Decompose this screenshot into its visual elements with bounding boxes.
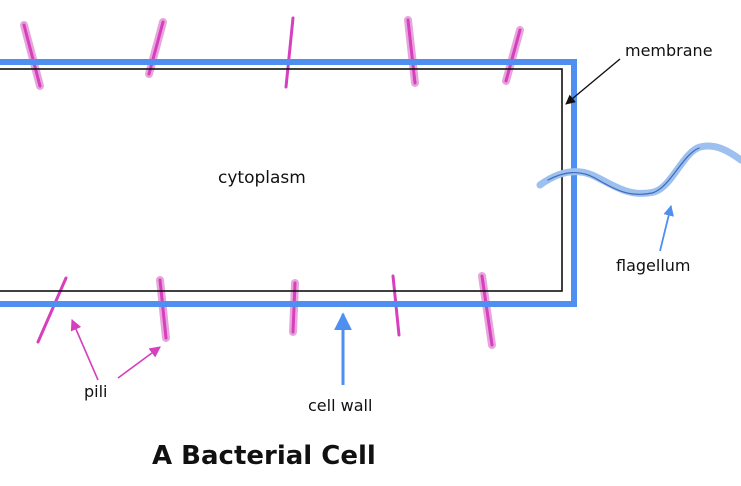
pilus (480, 274, 494, 347)
pili-top (20, 16, 524, 90)
pili-label: pili (84, 382, 108, 401)
pilus (158, 278, 168, 340)
flagellum (536, 142, 741, 197)
cell-wall (0, 59, 577, 307)
arrow-icon (70, 318, 99, 381)
pilus (284, 16, 295, 89)
arrow-icon (659, 204, 674, 252)
pilus (36, 276, 68, 344)
arrow-icon (117, 346, 161, 379)
cell-membrane (0, 68, 563, 292)
cytoplasm-label: cytoplasm (218, 168, 306, 188)
pilus (147, 20, 165, 76)
flagellum-label: flagellum (616, 256, 691, 275)
cell-wall-label: cell wall (308, 396, 373, 415)
arrow-icon (565, 58, 621, 105)
pilus (22, 23, 42, 88)
pili-bottom (36, 272, 496, 349)
pilus (406, 18, 417, 85)
membrane-label: membrane (625, 41, 713, 60)
pilus (504, 28, 522, 83)
diagram-title: A Bacterial Cell (152, 441, 376, 471)
